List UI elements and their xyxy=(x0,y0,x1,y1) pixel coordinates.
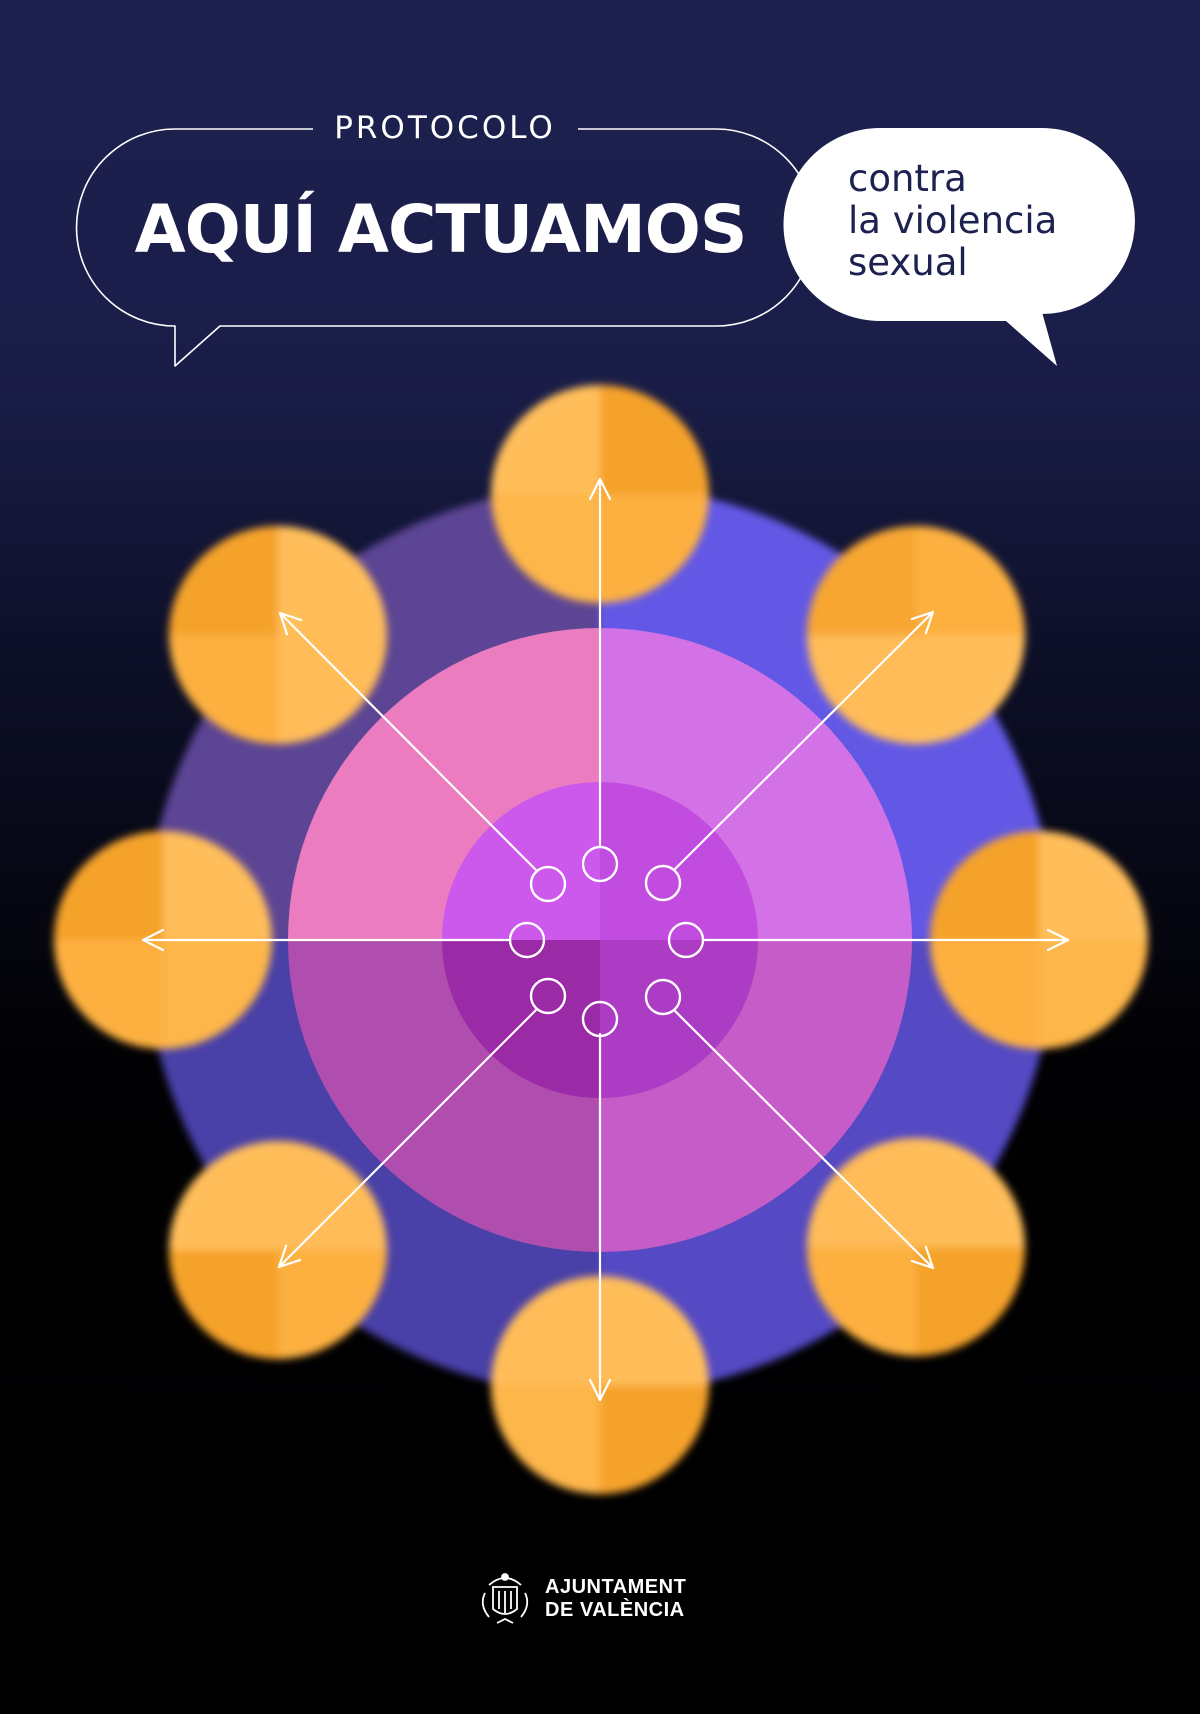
satellite-circles xyxy=(54,385,1148,1494)
org-name-line: DE VALÈNCIA xyxy=(545,1599,685,1621)
coat-of-arms-icon xyxy=(481,1573,529,1624)
node xyxy=(581,845,619,883)
node xyxy=(529,865,567,903)
subtitle-bubble xyxy=(783,128,1135,366)
arrow-down-right xyxy=(672,1008,935,1270)
subtitle-line: la violencia xyxy=(848,199,1058,242)
node xyxy=(508,921,546,959)
subtitle-line: sexual xyxy=(848,241,968,284)
satellite-circle xyxy=(491,1276,709,1494)
arrow-up-right xyxy=(672,610,935,872)
node xyxy=(644,978,682,1016)
satellite-circle xyxy=(930,831,1148,1049)
radiating-arrows xyxy=(141,477,1070,1402)
org-name: AJUNTAMENT DE VALÈNCIA xyxy=(545,1576,686,1622)
node xyxy=(667,921,705,959)
center-nodes xyxy=(508,845,705,1038)
node xyxy=(644,864,682,902)
satellite-circle xyxy=(491,385,709,603)
concentric-discs xyxy=(145,485,1055,1395)
page-title: AQUÍ ACTUAMOS xyxy=(134,191,748,268)
satellite-circle xyxy=(169,1141,387,1359)
subtitle-line: contra xyxy=(848,157,967,200)
subtitle: contra la violencia sexual xyxy=(848,158,1057,284)
protocol-label: PROTOCOLO xyxy=(334,110,556,146)
satellite-circle xyxy=(807,1138,1025,1356)
satellite-circle xyxy=(169,526,387,744)
arrow-down-left xyxy=(277,1008,538,1269)
node xyxy=(581,1000,619,1038)
org-name-line: AJUNTAMENT xyxy=(545,1576,687,1598)
arrow-up-left xyxy=(278,611,538,872)
node xyxy=(529,977,567,1015)
satellite-circle xyxy=(807,526,1025,744)
satellite-circle xyxy=(54,831,272,1049)
